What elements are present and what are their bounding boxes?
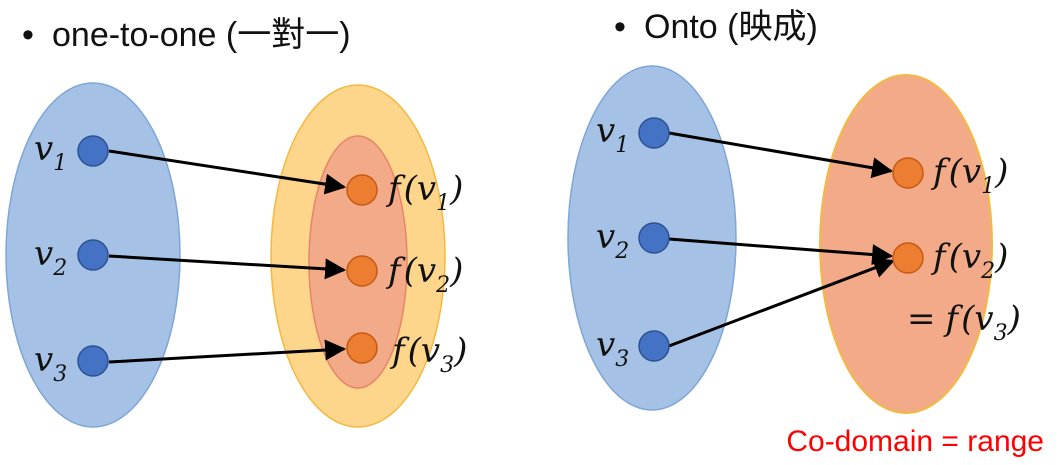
domain-label-v2: v2: [596, 217, 629, 264]
image-node: [346, 332, 378, 364]
domain-label-v3: v3: [34, 340, 67, 387]
domain-label-v1: v1: [34, 129, 67, 176]
mapping-arrow: [108, 254, 347, 280]
mapping-arrow: [108, 149, 347, 195]
mapping-arrow: [668, 237, 894, 266]
image-label-f-v1: f(v1): [385, 169, 463, 216]
one-to-one-panel: • one-to-one (一對一) v1 v2 v3 f(v1) f(v2) …: [5, 16, 467, 428]
image-label-f-v2: f(v2): [930, 237, 1008, 284]
left-title: one-to-one (一對一): [52, 16, 351, 54]
image-node: [892, 157, 924, 189]
domain-node: [77, 345, 109, 377]
mapping-arrow: [668, 257, 895, 348]
right-title: Onto (映成): [644, 8, 818, 46]
domain-label-v1: v1: [596, 111, 629, 158]
image-label-f-v3: f(v3): [389, 331, 467, 378]
left-bullet: •: [22, 16, 34, 54]
domain-node: [77, 135, 109, 167]
domain-node: [77, 239, 109, 271]
mapping-arrow: [668, 131, 894, 179]
image-node: [346, 174, 378, 206]
image-label-f-v2: f(v2): [385, 251, 463, 298]
codomain-equals-range-note: Co-domain = range: [786, 425, 1044, 458]
image-label-f-v1: f(v1): [930, 152, 1008, 199]
domain-label-v3: v3: [596, 325, 629, 372]
onto-panel: • Onto (映成) v1 v2 v3 f(v1) f(v2) =f(v3) …: [567, 8, 1044, 458]
domain-node: [638, 117, 670, 149]
domain-label-v2: v2: [34, 234, 67, 281]
domain-node: [638, 330, 670, 362]
image-node: [346, 255, 378, 287]
domain-node: [638, 222, 670, 254]
equality-label-f-v3: =f(v3): [907, 299, 1021, 346]
mapping-arrow: [108, 339, 347, 364]
right-bullet: •: [614, 8, 626, 46]
image-node: [892, 242, 924, 274]
